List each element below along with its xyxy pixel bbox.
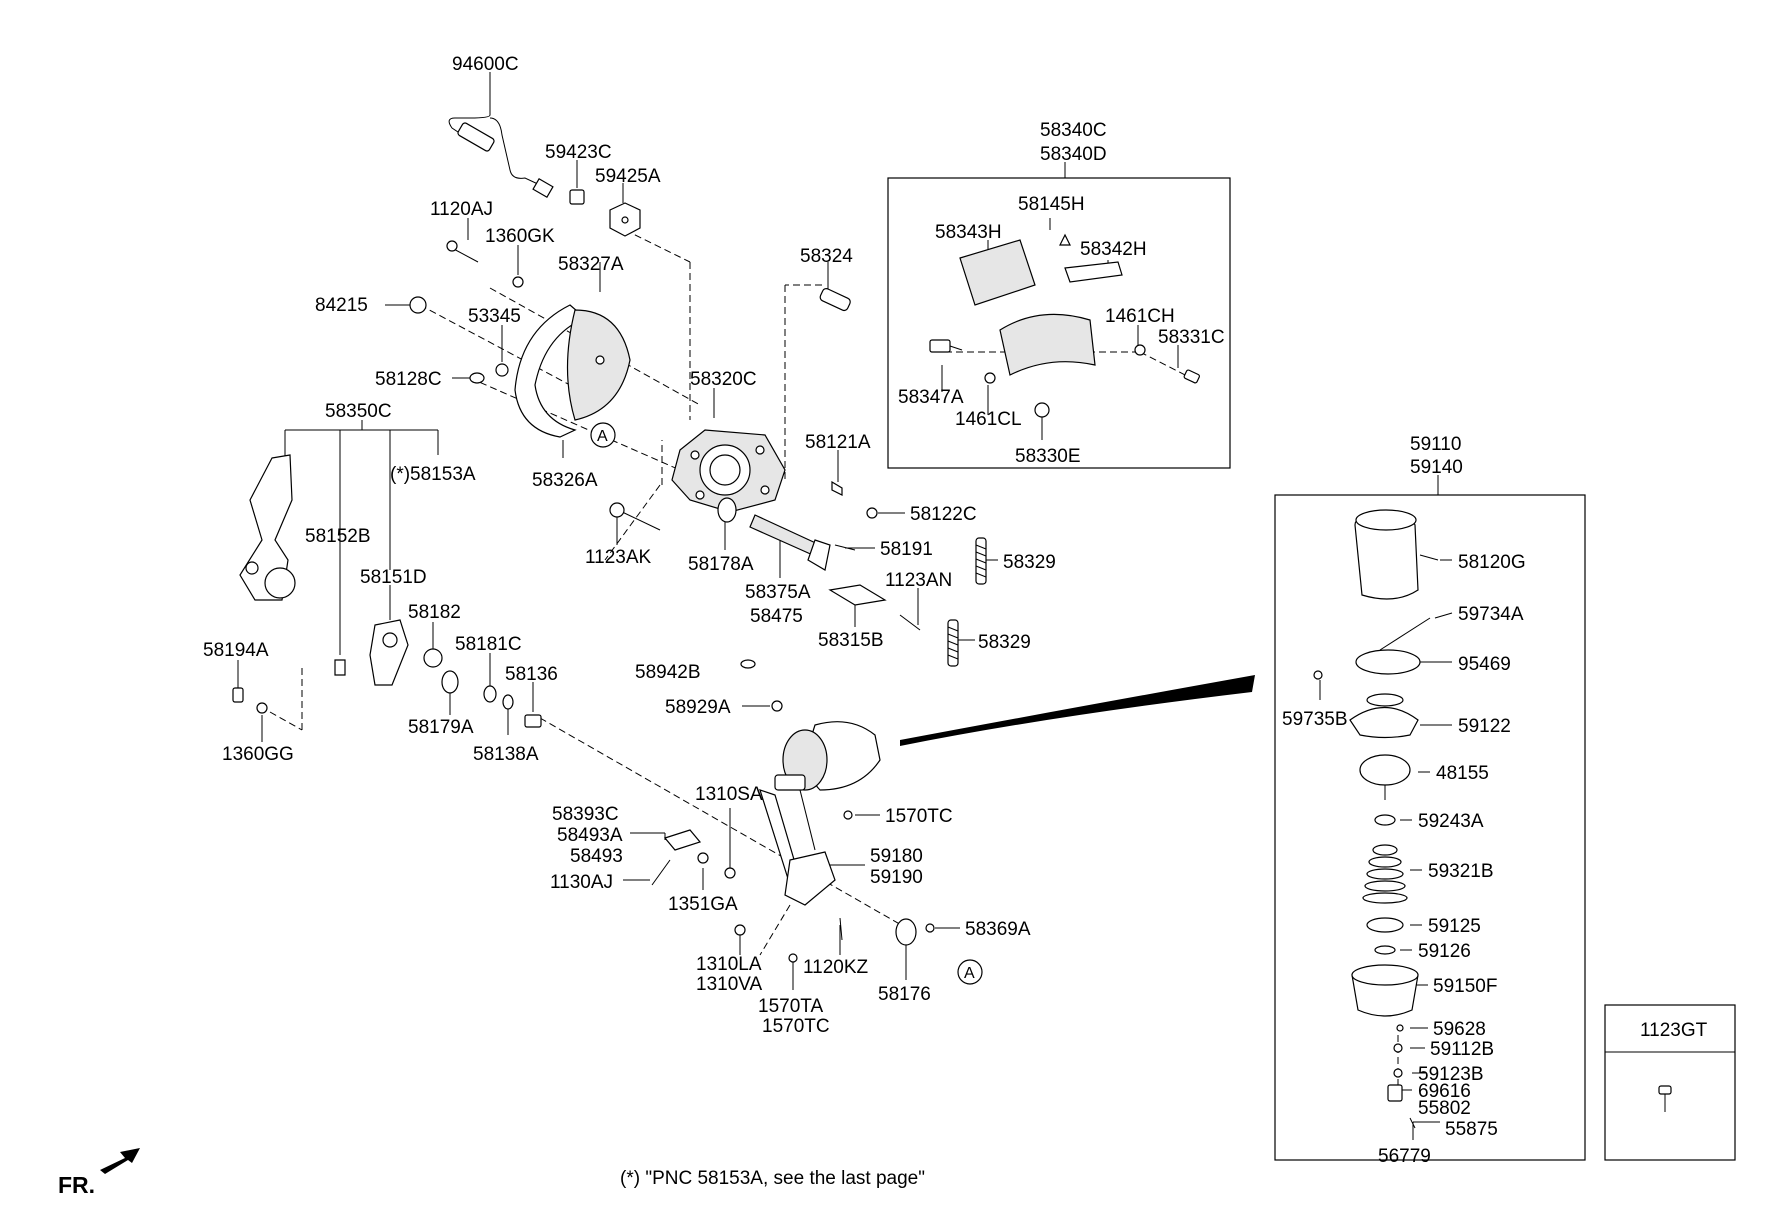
part-shapes [232, 114, 1672, 1129]
label-1461CL: 1461CL [955, 409, 1022, 430]
label-59122: 59122 [1458, 716, 1511, 737]
label-58182: 58182 [408, 602, 461, 623]
label-1461CH: 1461CH [1105, 306, 1175, 327]
label-56779: 56779 [1378, 1146, 1431, 1167]
label-59112B: 59112B [1430, 1039, 1494, 1060]
label-59628: 59628 [1433, 1019, 1486, 1040]
label-59150F: 59150F [1433, 976, 1497, 997]
label-59125: 59125 [1428, 916, 1481, 937]
ref-marker-a-top: A [590, 422, 616, 448]
label-59140: 59140 [1410, 457, 1463, 478]
label-55802: 55802 [1418, 1098, 1471, 1119]
label-1123GT: 1123GT [1640, 1020, 1708, 1041]
label-58181C: 58181C [455, 634, 522, 655]
label-58179A: 58179A [408, 717, 474, 738]
label-59423C: 59423C [545, 142, 612, 163]
label-59243A: 59243A [1418, 811, 1484, 832]
label-1570TCa: 1570TC [885, 806, 953, 827]
label-58178A: 58178A [688, 554, 754, 575]
label-48155: 48155 [1436, 763, 1489, 784]
label-1570TCb: 1570TC [762, 1016, 830, 1037]
label-58929A: 58929A [665, 697, 731, 718]
label-1120KZ: 1120KZ [803, 957, 869, 978]
label-58152B: 58152B [305, 526, 371, 547]
label-59321B: 59321B [1428, 861, 1494, 882]
label-53345: 53345 [468, 306, 521, 327]
label-69616: 69616 [1418, 1081, 1471, 1102]
label-95469: 95469 [1458, 654, 1511, 675]
label-58493: 58493 [570, 846, 623, 867]
label-1310LA: 1310LA [696, 954, 762, 975]
label-58331C: 58331C [1158, 327, 1225, 348]
label-59734A: 59734A [1458, 604, 1524, 625]
label-58138A: 58138A [473, 744, 539, 765]
label-58327A: 58327A [558, 254, 624, 275]
label-55875: 55875 [1445, 1119, 1498, 1140]
label-58493A: 58493A [557, 825, 623, 846]
label-58326A: 58326A [532, 470, 598, 491]
label-1570TA: 1570TA [758, 996, 823, 1017]
label-58315B: 58315B [818, 630, 884, 651]
label-58320C: 58320C [690, 369, 757, 390]
label-58343H: 58343H [935, 222, 1002, 243]
label-1120AJ: 1120AJ [430, 199, 493, 220]
label-58176: 58176 [878, 984, 931, 1005]
footnote: (*) "PNC 58153A, see the last page" [620, 1168, 925, 1189]
label-58942B: 58942B [635, 662, 701, 683]
label-94600C: 94600C [452, 54, 519, 75]
label-58340D: 58340D [1040, 144, 1107, 165]
fr-indicator: FR. [58, 1148, 140, 1198]
label-58128C: 58128C [375, 369, 442, 390]
leader-lines [237, 72, 1453, 1140]
label-58191: 58191 [880, 539, 933, 560]
ref-marker-a-bottom: A [957, 959, 983, 985]
shoe-kit-box [887, 177, 1231, 469]
label-58136: 58136 [505, 664, 558, 685]
label-1360GK: 1360GK [485, 226, 555, 247]
svg-text:A: A [597, 428, 608, 445]
label-58194A: 58194A [203, 640, 269, 661]
label-1351GA: 1351GA [668, 894, 738, 915]
svg-text:FR.: FR. [58, 1172, 95, 1198]
label-59180: 59180 [870, 846, 923, 867]
label-84215: 84215 [315, 295, 368, 316]
label-58153A: (*)58153A [390, 464, 476, 485]
label-59425A: 59425A [595, 166, 661, 187]
chamber-kit-box [1274, 494, 1586, 1161]
label-58329a: 58329 [1003, 552, 1056, 573]
label-58369A: 58369A [965, 919, 1031, 940]
label-58393C: 58393C [552, 804, 619, 825]
label-58340C: 58340C [1040, 120, 1107, 141]
label-1123AN: 1123AN [885, 570, 952, 591]
label-58350C: 58350C [325, 401, 392, 422]
label-58347A: 58347A [898, 387, 964, 408]
arrow-icon [100, 1148, 140, 1174]
label-59123B: 59123B [1418, 1064, 1484, 1085]
label-59110: 59110 [1410, 434, 1461, 455]
label-58330E: 58330E [1015, 446, 1081, 467]
svg-text:A: A [964, 965, 975, 982]
label-58120G: 58120G [1458, 552, 1526, 573]
label-58151D: 58151D [360, 567, 427, 588]
label-1310SA: 1310SA [695, 784, 763, 805]
label-1360GG: 1360GG [222, 744, 294, 765]
label-1310VA: 1310VA [696, 974, 763, 995]
label-59735B: 59735B [1282, 709, 1348, 730]
label-58122C: 58122C [910, 504, 977, 525]
label-59190: 59190 [870, 867, 923, 888]
label-58121A: 58121A [805, 432, 871, 453]
label-1123AK: 1123AK [585, 547, 652, 568]
label-1130AJ: 1130AJ [550, 872, 613, 893]
label-58324: 58324 [800, 246, 853, 267]
label-58329b: 58329 [978, 632, 1031, 653]
legend-box [1604, 1004, 1736, 1161]
label-58342H: 58342H [1080, 239, 1147, 260]
label-58475: 58475 [750, 606, 803, 627]
label-59126: 59126 [1418, 941, 1471, 962]
part-labels: 94600C 59423C 59425A 1120AJ 1360GK 58327… [203, 54, 1708, 1167]
label-58375A: 58375A [745, 582, 811, 603]
label-58145H: 58145H [1018, 194, 1085, 215]
